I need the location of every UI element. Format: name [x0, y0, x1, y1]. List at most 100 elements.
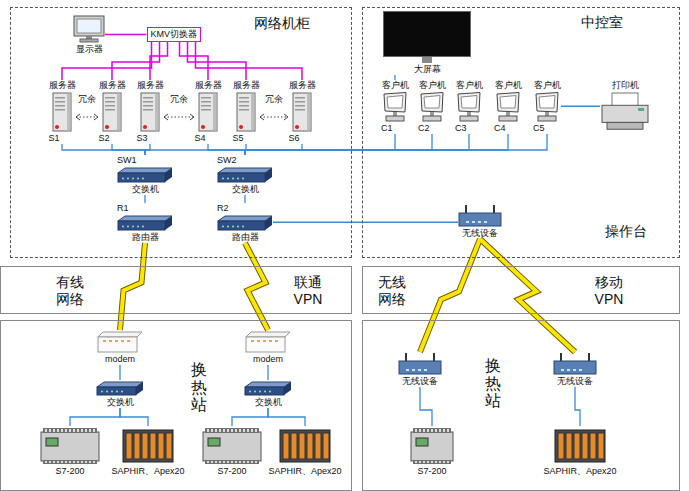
icon-part — [422, 57, 432, 63]
redundancy-arrow — [260, 114, 288, 120]
device: 显示器 — [73, 14, 105, 55]
icon-part — [251, 461, 253, 463]
icon-part — [93, 429, 95, 432]
device-icon — [292, 92, 312, 132]
icon-part — [218, 173, 265, 182]
device-label: 客户机 — [382, 80, 409, 91]
icon-part — [61, 429, 63, 432]
icon-part — [254, 391, 256, 393]
icon-part — [421, 93, 443, 113]
text-holder: 换热站 — [485, 357, 501, 410]
device-icon — [381, 92, 409, 122]
icon-part — [466, 221, 469, 223]
cable-link — [267, 365, 268, 380]
device-label: S7-200 — [217, 466, 246, 477]
icon-part — [251, 340, 254, 342]
cable-link — [112, 42, 160, 80]
icon-part — [121, 340, 124, 342]
device-icon — [198, 92, 218, 132]
device: R2路由器 — [217, 203, 273, 243]
icon-part — [545, 112, 549, 116]
device: S7-200 — [202, 426, 262, 477]
icon-part — [299, 433, 305, 459]
text-holder: 网络机柜 — [254, 15, 310, 32]
device: R1路由器 — [117, 203, 173, 243]
icon-part — [560, 353, 562, 361]
device-label: 服务器 — [49, 80, 76, 91]
icon-part — [399, 361, 441, 374]
icon-part — [433, 353, 435, 361]
icon-part — [213, 94, 217, 131]
device-icon — [383, 11, 471, 63]
icon-part — [255, 429, 257, 432]
text-holder: 换热站 — [191, 361, 207, 414]
icon-part — [143, 105, 153, 107]
device: 无线设备 — [458, 204, 502, 239]
icon-part — [101, 391, 103, 393]
icon-part — [506, 112, 510, 116]
icon-part — [73, 461, 75, 463]
device-label: 交换机 — [255, 397, 282, 408]
icon-part — [439, 429, 441, 432]
region-box: 显示器KMV切换器服务器S1服务器S2服务器S3服务器S4服务器S5服务器S6S… — [10, 7, 352, 258]
icon-part — [427, 429, 429, 432]
icon-part — [105, 109, 115, 111]
icon-part — [132, 178, 134, 180]
icon-part — [61, 461, 63, 463]
icon-part — [201, 105, 211, 107]
cable-link — [196, 42, 303, 80]
device-icon — [600, 92, 650, 130]
bolt-outline — [120, 243, 145, 330]
icon-part — [97, 382, 143, 387]
icon-part — [118, 221, 165, 230]
device-icon — [40, 427, 100, 465]
icon-part — [472, 221, 475, 223]
icon-part — [386, 116, 404, 121]
icon-part — [283, 433, 289, 459]
icon-part — [237, 178, 239, 180]
icon-part — [239, 429, 241, 432]
icon-part — [215, 461, 217, 463]
icon-part — [45, 429, 47, 432]
device-icon — [279, 427, 331, 465]
icon-part — [126, 433, 132, 459]
icon-part — [98, 337, 137, 352]
text-holder: 无线 网络 — [371, 274, 413, 308]
device: SAPHIR、Apex20 — [544, 426, 617, 477]
icon-part — [269, 340, 272, 342]
redundancy-line — [260, 117, 288, 118]
device-icon — [117, 215, 173, 231]
icon-part — [208, 438, 220, 446]
icon-part — [411, 432, 453, 461]
icon-part — [582, 433, 588, 459]
icon-part — [150, 433, 156, 459]
icon-part — [207, 461, 209, 463]
icon-part — [249, 391, 251, 393]
station-label: 换热站 — [191, 361, 207, 414]
icon-part — [239, 461, 241, 463]
device: 客户机C4 — [494, 80, 522, 134]
icon-part — [118, 173, 165, 182]
device-icon — [418, 92, 446, 122]
icon-part — [405, 353, 407, 361]
network-band: 有线 网络联通 VPN — [0, 266, 352, 314]
device: SW2交换机 — [217, 155, 273, 195]
icon-part — [554, 361, 596, 374]
device-icon — [97, 331, 143, 353]
icon-part — [566, 433, 572, 459]
icon-part — [89, 429, 91, 432]
device-label: 客户机 — [534, 80, 561, 91]
icon-part — [227, 178, 229, 180]
device-icon — [458, 205, 502, 227]
icon-part — [57, 461, 59, 463]
device: S7-200 — [40, 426, 100, 477]
icon-part — [588, 353, 590, 361]
icon-part — [227, 429, 229, 432]
device-label: 客户机 — [495, 80, 522, 91]
icon-part — [53, 93, 71, 131]
device-label: 服务器 — [289, 80, 316, 91]
icon-part — [219, 461, 221, 463]
icon-part — [53, 429, 55, 432]
icon-part — [295, 105, 305, 107]
device-label: 无线设备 — [557, 376, 593, 387]
